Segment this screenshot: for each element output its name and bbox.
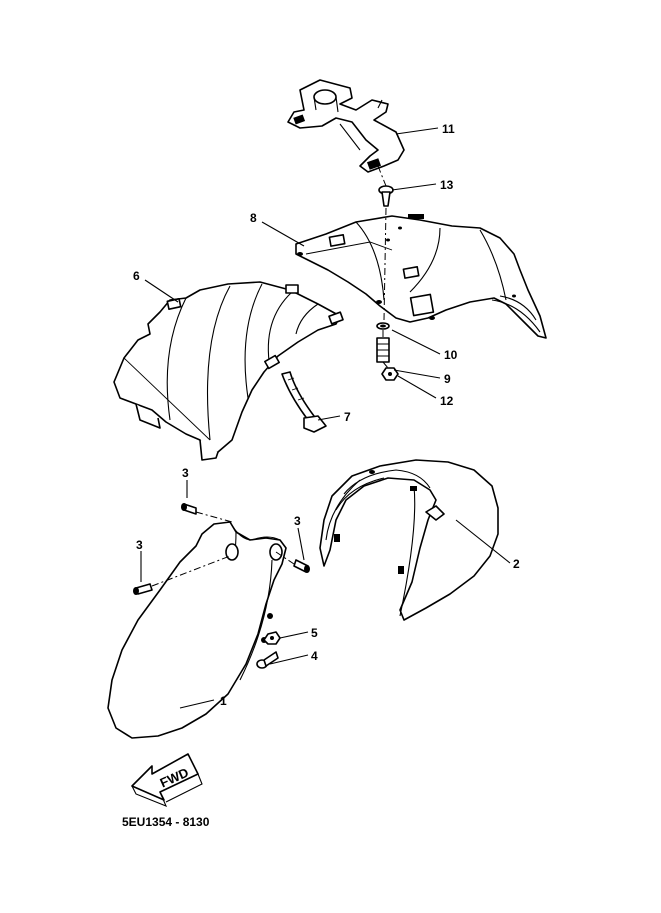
part-1-front-fender xyxy=(107,521,287,739)
callout-labels: 1 2 3 3 3 4 5 6 7 8 9 10 11 12 13 xyxy=(133,122,520,708)
callout-12: 12 xyxy=(440,394,454,408)
part-7-band xyxy=(281,371,327,433)
callout-2: 2 xyxy=(513,557,520,571)
part-6-mudguard xyxy=(113,281,344,461)
callout-5: 5 xyxy=(311,626,318,640)
callout-4: 4 xyxy=(311,649,318,663)
drawing-code: 5EU1354 - 8130 xyxy=(122,815,210,829)
callout-9: 9 xyxy=(444,372,451,386)
part-5-nut xyxy=(263,631,281,645)
fwd-arrow-icon: FWD xyxy=(131,753,203,808)
part-12-nut xyxy=(381,367,399,381)
callout-1: 1 xyxy=(220,694,227,708)
assembly-axis-upper xyxy=(377,165,389,369)
callout-3-top: 3 xyxy=(182,466,189,480)
part-3-bolt-top xyxy=(181,503,197,515)
callout-11: 11 xyxy=(442,122,455,136)
callout-8: 8 xyxy=(250,211,257,225)
part-9-collar xyxy=(376,337,390,363)
callout-13: 13 xyxy=(440,178,454,192)
part-11-bracket xyxy=(287,79,405,173)
callout-3-left: 3 xyxy=(136,538,143,552)
part-8-inner-fender xyxy=(295,214,547,339)
part-4-bolt xyxy=(256,651,279,669)
callout-6: 6 xyxy=(133,269,140,283)
callout-10: 10 xyxy=(444,348,458,362)
part-3-bolt-right xyxy=(293,559,310,573)
leader-lines xyxy=(140,127,511,709)
assembly-axis-bolts xyxy=(151,511,295,587)
part-2-front-fender-rear-half xyxy=(319,459,499,621)
part-3-bolt-left xyxy=(133,583,153,595)
callout-7: 7 xyxy=(344,410,351,424)
part-13-bolt xyxy=(378,185,394,207)
callout-3-right: 3 xyxy=(294,514,301,528)
part-10-washer xyxy=(376,322,390,330)
